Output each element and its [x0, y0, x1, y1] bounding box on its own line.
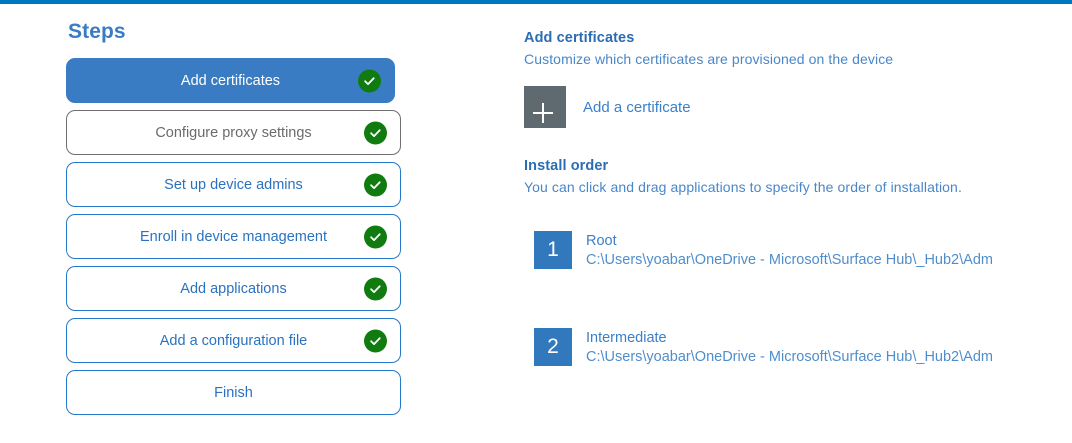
check-circle-icon [364, 121, 387, 144]
step-button-add-certificates[interactable]: Add certificates [66, 58, 395, 103]
step-button-add-a-configuration-file[interactable]: Add a configuration file [66, 318, 401, 363]
install-order-name: Intermediate [586, 329, 667, 346]
add-certificates-section: Add certificates Customize which certifi… [524, 30, 1044, 128]
check-circle-icon [364, 173, 387, 196]
step-label: Add certificates [180, 72, 281, 89]
step-button-add-applications[interactable]: Add applications [66, 266, 401, 311]
step-label: Finish [214, 384, 253, 401]
add-certificates-description: Customize which certificates are provisi… [524, 51, 894, 67]
add-a-certificate-button[interactable]: Add a certificate [524, 86, 744, 128]
top-accent-bar [0, 0, 1072, 4]
install-order-number: 1 [534, 231, 572, 269]
add-a-certificate-label: Add a certificate [583, 98, 691, 116]
check-circle-icon [364, 225, 387, 248]
step-button-finish[interactable]: Finish [66, 370, 401, 415]
detail-pane: Add certificates Customize which certifi… [524, 30, 1044, 424]
plus-icon [524, 86, 566, 128]
install-order-description: You can click and drag applications to s… [524, 179, 962, 195]
install-order-section: Install order You can click and drag app… [524, 158, 1044, 367]
install-order-heading: Install order [524, 158, 609, 174]
step-label: Configure proxy settings [155, 124, 312, 141]
install-order-number: 2 [534, 327, 572, 366]
install-order-path: C:\Users\yoabar\OneDrive - Microsoft\Sur… [586, 252, 993, 269]
step-button-configure-proxy-settings[interactable]: Configure proxy settings [66, 110, 401, 155]
step-button-set-up-device-admins[interactable]: Set up device admins [66, 162, 401, 207]
step-label: Set up device admins [164, 176, 303, 193]
steps-title: Steps [68, 20, 126, 43]
install-order-path: C:\Users\yoabar\OneDrive - Microsoft\Sur… [586, 348, 993, 365]
step-label: Enroll in device management [140, 228, 327, 245]
check-circle-icon [358, 69, 381, 92]
step-label: Add a configuration file [159, 332, 308, 349]
check-circle-icon [364, 329, 387, 352]
step-label: Add applications [180, 280, 287, 297]
add-certificates-heading: Add certificates [524, 30, 635, 46]
check-circle-icon [364, 277, 387, 300]
install-order-name: Root [586, 233, 617, 249]
step-button-enroll-in-device-management[interactable]: Enroll in device management [66, 214, 401, 259]
